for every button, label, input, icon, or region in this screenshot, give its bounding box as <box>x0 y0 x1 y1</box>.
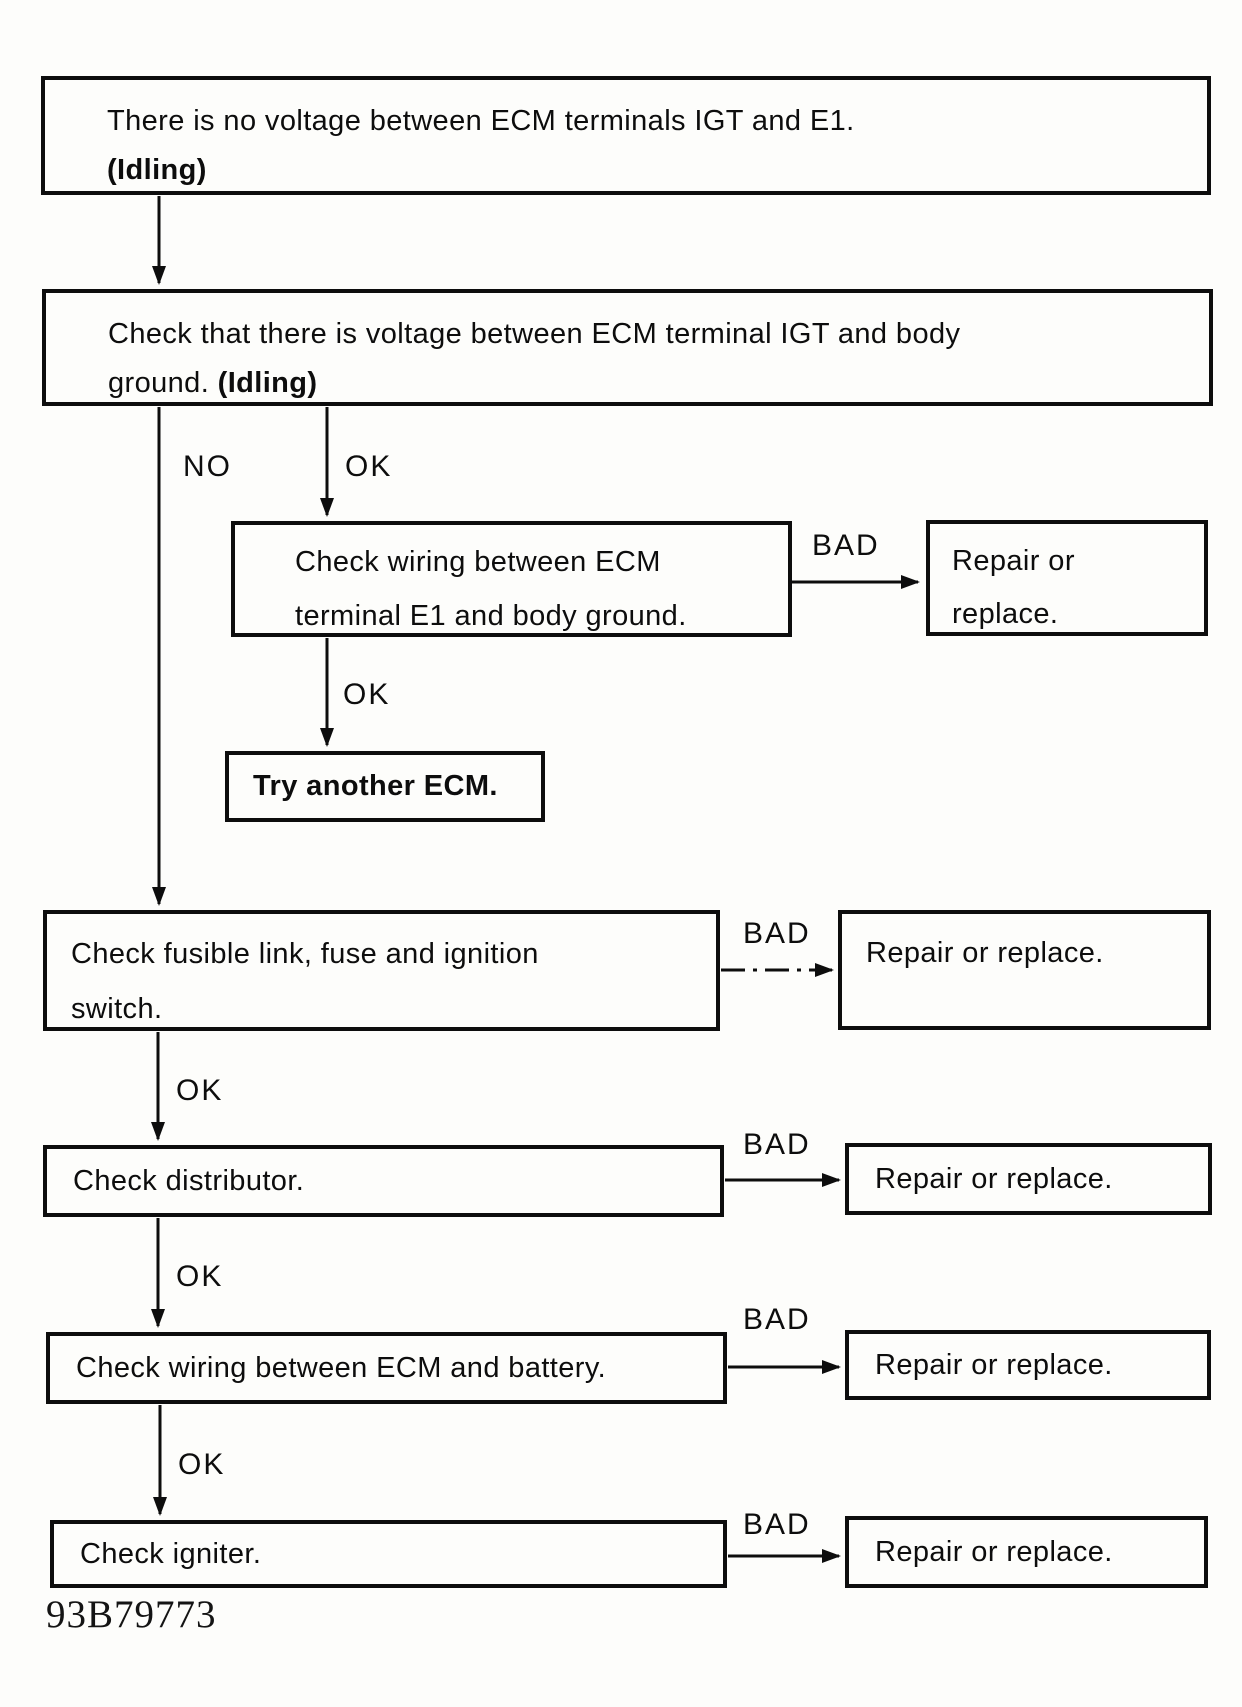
label-ok-1: OK <box>345 450 393 483</box>
label-bad-5: BAD <box>743 1508 811 1541</box>
label-ok-2: OK <box>343 678 391 711</box>
repair-box-4: Repair or replace. <box>845 1330 1211 1400</box>
check-fusible-link-line1: Check fusible link, fuse and ignition <box>71 938 539 970</box>
repair-box-5-label: Repair or replace. <box>875 1535 1113 1568</box>
check-fusible-link-box: Check fusible link, fuse and ignition sw… <box>43 910 720 1031</box>
repair-box-2-label: Repair or replace. <box>866 937 1104 969</box>
check-wiring-e1-line1: Check wiring between ECM <box>295 546 661 578</box>
try-another-ecm-label: Try another ECM. <box>253 770 498 802</box>
label-ok-5: OK <box>178 1448 226 1481</box>
repair-box-5: Repair or replace. <box>845 1516 1208 1588</box>
check-igniter-label: Check igniter. <box>80 1537 262 1570</box>
label-no: NO <box>183 450 232 483</box>
check-igt-voltage-box: Check that there is voltage between ECM … <box>42 289 1213 406</box>
repair-box-2: Repair or replace. <box>838 910 1211 1030</box>
label-bad-2: BAD <box>743 917 811 950</box>
check-igniter-box: Check igniter. <box>50 1520 727 1588</box>
check-fusible-link-line2: switch. <box>71 993 163 1025</box>
check-igt-voltage-line2-prefix: ground. <box>108 367 210 399</box>
repair-box-1-line2: replace. <box>952 598 1059 630</box>
repair-box-3-label: Repair or replace. <box>875 1162 1113 1195</box>
start-box-line2: (Idling) <box>107 154 207 186</box>
repair-box-4-label: Repair or replace. <box>875 1348 1113 1381</box>
figure-code: 93B79773 <box>46 1593 217 1636</box>
check-distributor-box: Check distributor. <box>43 1145 724 1217</box>
check-wiring-battery-label: Check wiring between ECM and battery. <box>76 1351 607 1384</box>
start-box-line1: There is no voltage between ECM terminal… <box>107 105 855 137</box>
check-igt-voltage-line1: Check that there is voltage between ECM … <box>108 318 961 350</box>
start-box: There is no voltage between ECM terminal… <box>41 76 1211 195</box>
check-igt-voltage-line2: ground. (Idling) <box>108 359 1185 408</box>
check-wiring-battery-box: Check wiring between ECM and battery. <box>46 1332 727 1404</box>
label-bad-3: BAD <box>743 1128 811 1161</box>
label-ok-4: OK <box>176 1260 224 1293</box>
check-distributor-label: Check distributor. <box>73 1164 305 1197</box>
label-ok-3: OK <box>176 1074 224 1107</box>
try-another-ecm-box: Try another ECM. <box>225 751 545 822</box>
check-wiring-e1-box: Check wiring between ECM terminal E1 and… <box>231 521 792 637</box>
label-bad-4: BAD <box>743 1303 811 1336</box>
label-bad-1: BAD <box>812 529 880 562</box>
repair-box-3: Repair or replace. <box>845 1143 1212 1215</box>
repair-box-1: Repair or replace. <box>926 520 1208 636</box>
check-igt-voltage-line2-bold: (Idling) <box>217 367 318 399</box>
repair-box-1-line1: Repair or <box>952 545 1075 577</box>
check-wiring-e1-line2: terminal E1 and body ground. <box>295 600 687 632</box>
